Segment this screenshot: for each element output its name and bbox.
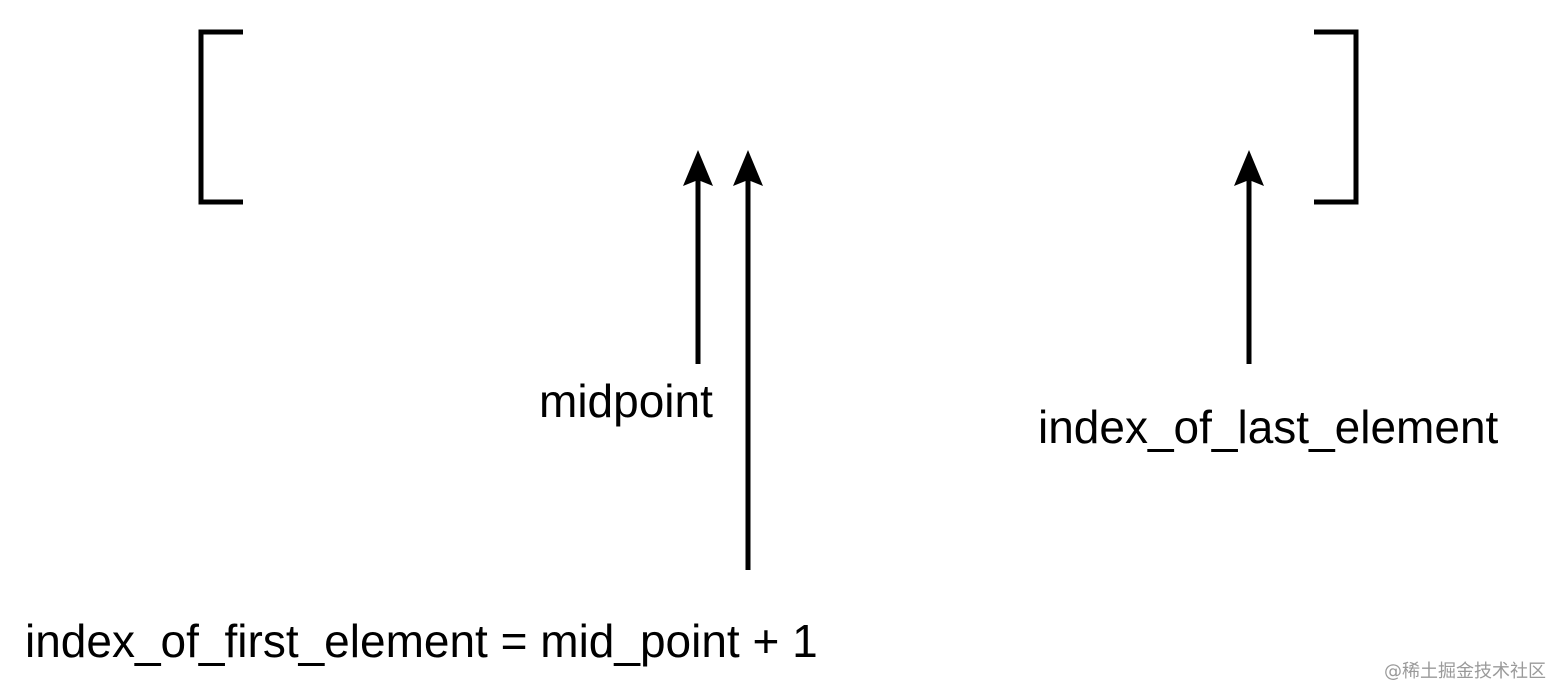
last-element-arrow [1234, 150, 1264, 364]
last-element-label: index_of_last_element [1038, 401, 1499, 453]
watermark: @稀土掘金技术社区 [1384, 661, 1546, 682]
right-bracket [1314, 29, 1359, 205]
first-element-label: index_of_first_element = mid_point + 1 [25, 615, 818, 667]
midpoint-label: midpoint [539, 375, 713, 427]
first-element-arrow [733, 150, 763, 570]
left-bracket [198, 29, 243, 205]
midpoint-arrow [683, 150, 713, 364]
